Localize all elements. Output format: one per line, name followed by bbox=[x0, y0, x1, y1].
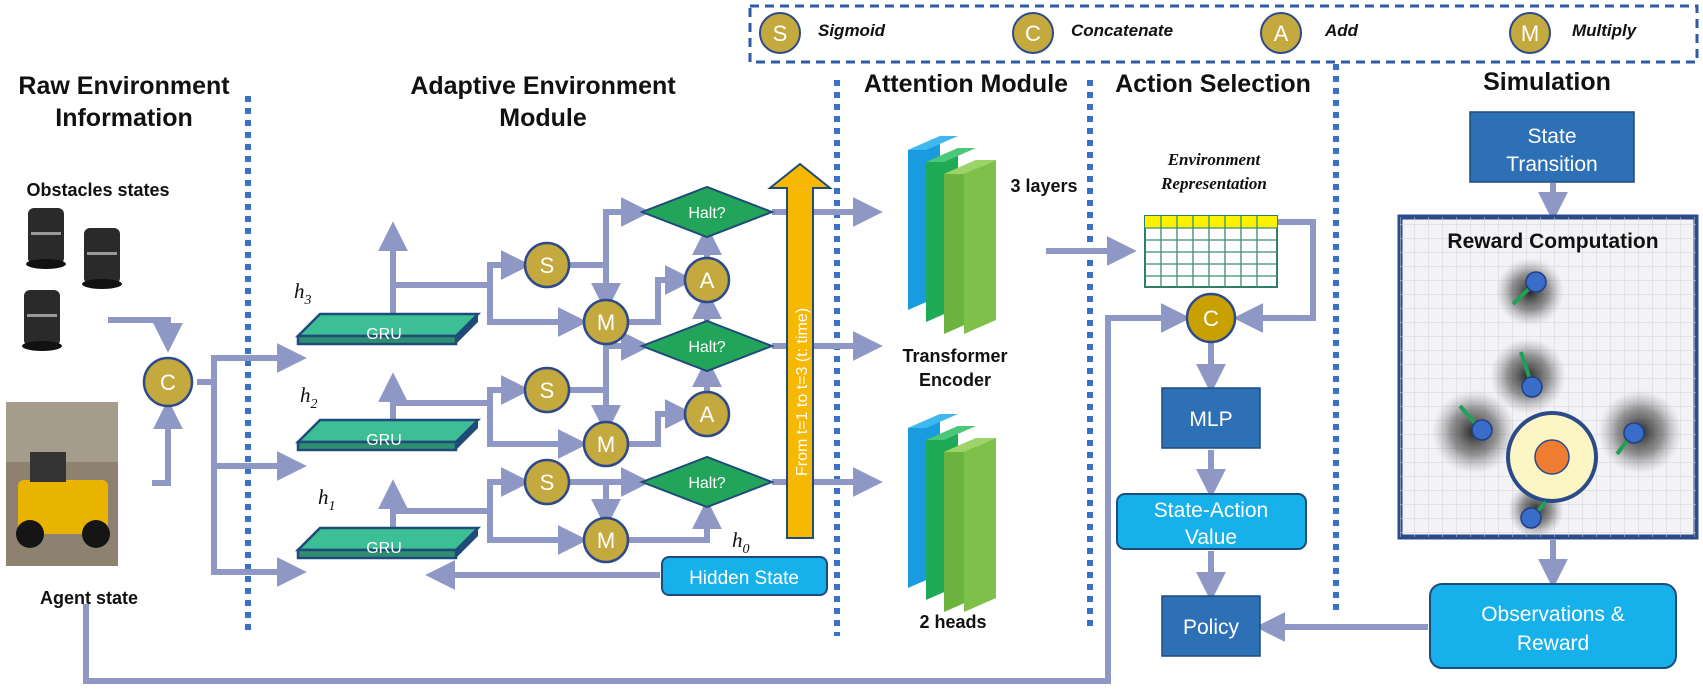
mlp-box: MLP bbox=[1161, 387, 1261, 449]
gru-2-label: GRU bbox=[366, 432, 402, 449]
svg-text:MLP: MLP bbox=[1189, 408, 1232, 431]
time-arrow-label: From t=1 to t=3 (t: time) bbox=[794, 308, 811, 476]
svg-text:A: A bbox=[700, 268, 715, 293]
svg-text:Observations &: Observations & bbox=[1481, 603, 1625, 626]
legend: S Sigmoid C Concatenate A Add M Multiply bbox=[748, 4, 1699, 64]
multiply-node-3: M bbox=[582, 298, 630, 346]
h2-label: h2 bbox=[300, 383, 318, 412]
legend-multiply-label: Multiply bbox=[1572, 21, 1638, 40]
svg-text:State-Action: State-Action bbox=[1154, 499, 1268, 522]
connector-arrows bbox=[83, 183, 1568, 684]
layers-label: 3 layers bbox=[1010, 176, 1077, 196]
legend-sigmoid-label: Sigmoid bbox=[818, 21, 886, 40]
gru-3-label: GRU bbox=[366, 326, 402, 343]
policy-box: Policy bbox=[1161, 595, 1261, 657]
section-title-attention: Attention Module bbox=[864, 70, 1068, 98]
legend-concat-icon bbox=[1012, 12, 1054, 54]
svg-text:Hidden State: Hidden State bbox=[689, 568, 799, 589]
svg-text:M: M bbox=[597, 432, 615, 457]
legend-add-letter: A bbox=[1274, 21, 1289, 46]
sigmoid-node-1: S bbox=[523, 458, 571, 506]
halt-node-3: Halt? bbox=[639, 185, 775, 239]
section-title-raw: Raw Environment bbox=[18, 72, 230, 100]
legend-sigmoid-letter: S bbox=[773, 21, 788, 46]
concat-node-action bbox=[1185, 292, 1237, 344]
time-arrow: From t=1 to t=3 (t: time) bbox=[767, 162, 833, 539]
section-title-adaptive: Adaptive Environment bbox=[410, 72, 676, 100]
svg-text:Transition: Transition bbox=[1506, 153, 1597, 176]
section-dividers bbox=[245, 64, 1339, 636]
transformer-encoder-label: Transformer bbox=[902, 346, 1007, 366]
agent-robot-image bbox=[6, 402, 118, 566]
svg-text:A: A bbox=[700, 402, 715, 427]
halt-node-2: Halt? bbox=[639, 319, 775, 373]
h0-label: h0 bbox=[732, 528, 750, 557]
legend-sigmoid-icon bbox=[759, 12, 801, 54]
gru-block-1: GRU bbox=[294, 526, 482, 560]
gru-block-2: GRU bbox=[294, 418, 482, 452]
gru-1-label: GRU bbox=[366, 540, 402, 557]
svg-text:Halt?: Halt? bbox=[688, 339, 725, 356]
add-node-2: A bbox=[683, 390, 731, 438]
state-action-value-box: State-Action Value bbox=[1116, 493, 1307, 550]
state-transition-box: State Transition bbox=[1469, 111, 1635, 183]
legend-add-label: Add bbox=[1324, 21, 1359, 40]
section-title-raw-line2: Information bbox=[55, 104, 193, 132]
section-title-simulation: Simulation bbox=[1483, 68, 1611, 96]
sigmoid-node-2: S bbox=[523, 366, 571, 414]
multiply-node-1: M bbox=[582, 516, 630, 564]
h1-label: h1 bbox=[318, 485, 336, 514]
svg-text:Halt?: Halt? bbox=[688, 475, 725, 492]
section-title-action: Action Selection bbox=[1115, 70, 1311, 98]
h3-label: h3 bbox=[294, 279, 312, 308]
legend-multiply-icon bbox=[1509, 12, 1551, 54]
svg-text:S: S bbox=[540, 470, 555, 495]
svg-text:State: State bbox=[1527, 125, 1576, 148]
svg-text:M: M bbox=[597, 310, 615, 335]
concat-node-raw bbox=[142, 356, 194, 408]
svg-text:Halt?: Halt? bbox=[688, 205, 725, 222]
legend-concat-label: Concatenate bbox=[1071, 21, 1173, 40]
halt-node-1: Halt? bbox=[639, 455, 775, 509]
svg-text:S: S bbox=[540, 253, 555, 278]
transformer-layers-stack bbox=[908, 136, 996, 334]
add-node-3: A bbox=[683, 256, 731, 304]
svg-text:Reward: Reward bbox=[1517, 632, 1589, 655]
reward-computation-label: Reward Computation bbox=[1447, 230, 1658, 253]
concat-node-raw-letter: C bbox=[160, 370, 176, 395]
sigmoid-node-3: S bbox=[523, 241, 571, 289]
obstacles-states-label: Obstacles states bbox=[26, 180, 169, 200]
env-rep-label-line2: Representation bbox=[1160, 174, 1267, 193]
svg-text:Value: Value bbox=[1185, 526, 1237, 549]
section-title-adaptive-line2: Module bbox=[499, 104, 587, 132]
env-rep-label: Environment bbox=[1167, 150, 1262, 169]
agent-state-label: Agent state bbox=[40, 588, 138, 608]
legend-multiply-letter: M bbox=[1521, 21, 1539, 46]
gru-block-3: GRU bbox=[294, 312, 482, 346]
env-representation-table bbox=[1144, 215, 1278, 288]
concat-node-action-letter: C bbox=[1203, 306, 1219, 331]
legend-add-icon bbox=[1260, 12, 1302, 54]
svg-text:M: M bbox=[597, 528, 615, 553]
svg-text:Policy: Policy bbox=[1183, 616, 1240, 639]
transformer-encoder-label-line2: Encoder bbox=[919, 370, 991, 390]
transformer-heads-stack bbox=[908, 414, 996, 612]
hidden-state-box: Hidden State bbox=[661, 556, 828, 596]
multiply-node-2: M bbox=[582, 420, 630, 468]
legend-concat-letter: C bbox=[1025, 21, 1041, 46]
svg-text:S: S bbox=[540, 378, 555, 403]
observations-reward-box: Observations & Reward bbox=[1429, 583, 1677, 669]
heads-label: 2 heads bbox=[919, 612, 986, 632]
reward-computation-panel: Reward Computation bbox=[1397, 214, 1699, 540]
obstacle-robot-icon bbox=[22, 208, 122, 351]
